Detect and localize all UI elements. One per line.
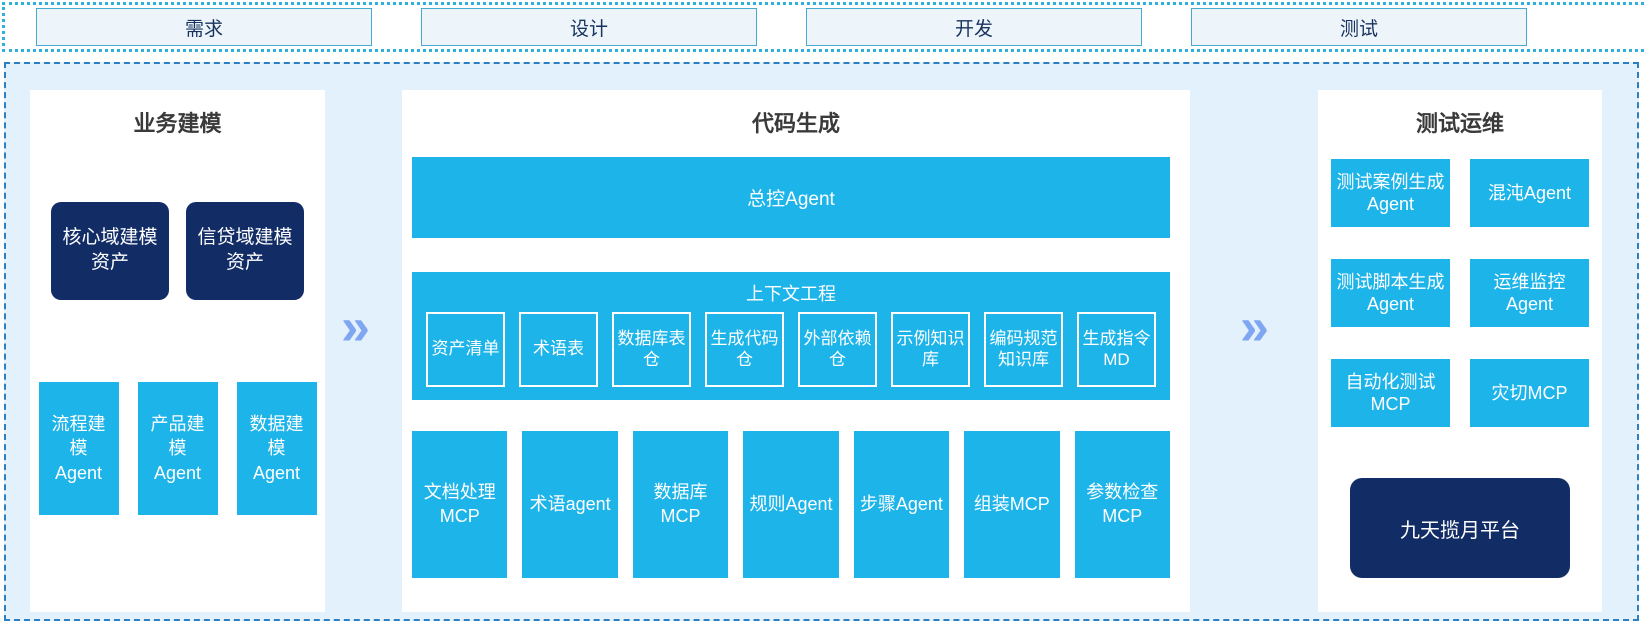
step-agent-box: 步骤Agent — [853, 431, 950, 578]
db-table-repo-box: 数据库表仓 — [612, 312, 691, 387]
test-script-gen-agent-box: 测试脚本生成Agent — [1331, 259, 1450, 327]
generated-code-repo-box: 生成代码仓 — [705, 312, 784, 387]
glossary-box: 术语表 — [519, 312, 598, 387]
external-dependency-repo-box: 外部依赖仓 — [798, 312, 877, 387]
generate-instruction-md-box: 生成指令MD — [1077, 312, 1156, 387]
business-modeling-panel: 业务建模 核心域建模资产 信贷域建模资产 流程建模Agent 产品建模Agent… — [30, 90, 325, 612]
phase-strip: 需求 设计 开发 测试 — [2, 2, 1647, 52]
coding-standard-knowledge-base-box: 编码规范知识库 — [984, 312, 1063, 387]
product-modeling-agent-box: 产品建模Agent — [137, 382, 218, 515]
test-ops-grid: 测试案例生成Agent 混沌Agent 测试脚本生成Agent 运维监控Agen… — [1331, 159, 1589, 427]
core-domain-asset-box: 核心域建模资产 — [51, 202, 169, 300]
database-mcp-box: 数据库MCP — [632, 431, 729, 578]
modeling-agents-row: 流程建模Agent 产品建模Agent 数据建模Agent — [30, 382, 325, 515]
phase-box-requirements: 需求 — [36, 8, 372, 46]
phase-box-testing: 测试 — [1191, 8, 1527, 46]
glossary-agent-box: 术语agent — [522, 431, 618, 578]
param-check-mcp-box: 参数检查MCP — [1074, 431, 1170, 578]
tools-row: 文档处理MCP 术语agent 数据库MCP 规则Agent 步骤Agent 组… — [412, 431, 1170, 578]
test-ops-title: 测试运维 — [1415, 111, 1504, 136]
asset-list-box: 资产清单 — [426, 312, 505, 387]
ops-monitor-agent-box: 运维监控Agent — [1470, 259, 1589, 327]
business-modeling-title: 业务建模 — [133, 111, 222, 136]
context-engineering-title: 上下文工程 — [746, 284, 836, 304]
context-engineering-box: 上下文工程 资产清单 术语表 数据库表仓 生成代码仓 外部依赖仓 示例知识库 编… — [412, 272, 1170, 400]
chevron-right-icon: » — [1240, 298, 1269, 356]
automated-test-mcp-box: 自动化测试MCP — [1331, 359, 1450, 427]
doc-processing-mcp-box: 文档处理MCP — [412, 431, 508, 578]
example-knowledge-base-box: 示例知识库 — [891, 312, 970, 387]
context-items-row: 资产清单 术语表 数据库表仓 生成代码仓 外部依赖仓 示例知识库 编码规范知识库… — [426, 312, 1156, 387]
phase-box-development: 开发 — [806, 8, 1142, 46]
data-modeling-agent-box: 数据建模Agent — [236, 382, 317, 515]
code-generation-panel: 代码生成 总控Agent 上下文工程 资产清单 术语表 数据库表仓 生成代码仓 … — [402, 90, 1190, 612]
credit-domain-asset-box: 信贷域建模资产 — [186, 202, 304, 300]
chaos-agent-box: 混沌Agent — [1470, 159, 1589, 227]
rule-agent-box: 规则Agent — [743, 431, 839, 578]
master-agent-bar: 总控Agent — [412, 157, 1170, 238]
test-case-gen-agent-box: 测试案例生成Agent — [1331, 159, 1450, 227]
disaster-switch-mcp-box: 灾切MCP — [1470, 359, 1589, 427]
jiutian-lanyue-platform-box: 九天揽月平台 — [1350, 478, 1570, 578]
chevron-right-icon: » — [341, 298, 370, 356]
phase-box-design: 设计 — [421, 8, 757, 46]
assembly-mcp-box: 组装MCP — [964, 431, 1060, 578]
code-generation-title: 代码生成 — [751, 111, 840, 136]
business-asset-row: 核心域建模资产 信贷域建模资产 — [30, 202, 325, 300]
process-modeling-agent-box: 流程建模Agent — [38, 382, 119, 515]
test-ops-panel: 测试运维 测试案例生成Agent 混沌Agent 测试脚本生成Agent 运维监… — [1318, 90, 1602, 612]
